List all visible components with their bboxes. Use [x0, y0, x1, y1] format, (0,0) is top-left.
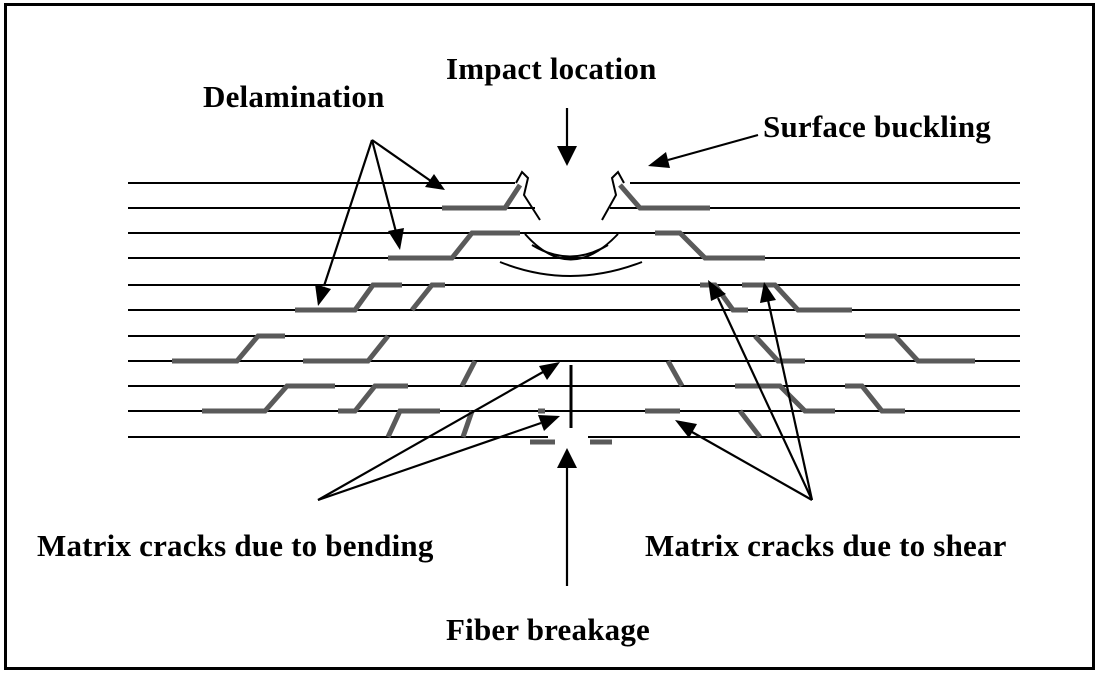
delamination-path	[742, 282, 852, 313]
impact-crater	[499, 170, 643, 277]
bending-crack-arrowhead	[539, 362, 560, 380]
delamination-path	[442, 183, 523, 211]
delamination-arrowhead	[388, 228, 404, 250]
bending-crack-arrowhead	[538, 415, 560, 431]
delamination-path	[735, 383, 835, 414]
matrix-cracks-bending-label: Matrix cracks due to bending	[37, 528, 434, 563]
delamination-path	[665, 359, 685, 388]
delamination-path	[738, 409, 762, 439]
shear-crack-arrowhead	[708, 280, 726, 301]
buckle-right	[601, 170, 625, 221]
delamination-arrow	[322, 139, 374, 287]
surface-buckling-arrowhead	[648, 152, 670, 168]
damage-paths	[172, 183, 975, 445]
fiber-breakage-arrowhead	[557, 448, 577, 468]
impact-location-label: Impact location	[446, 51, 657, 86]
crater-lower	[499, 261, 643, 277]
surface-buckling-label: Surface buckling	[763, 109, 991, 144]
delamination-path	[700, 282, 748, 313]
matrix-cracks-shear-label: Matrix cracks due to shear	[645, 528, 1007, 563]
buckle-left	[515, 170, 541, 221]
delamination-arrow	[370, 139, 398, 233]
delamination-path	[753, 334, 805, 364]
shear-crack-arrow	[717, 297, 813, 501]
bending-crack-arrow	[317, 421, 542, 502]
delamination-path	[459, 359, 478, 388]
delamination-path	[295, 282, 402, 313]
delamination-path	[410, 282, 445, 312]
shear-crack-arrow	[691, 431, 813, 501]
delamination-path	[460, 410, 475, 438]
fiber-breakage-label: Fiber breakage	[446, 612, 650, 647]
annotation-arrows	[315, 108, 814, 586]
delamination-arrowhead	[425, 174, 445, 190]
delamination-path	[845, 383, 905, 414]
delamination-path	[388, 230, 520, 261]
delamination-label: Delamination	[203, 79, 385, 114]
shear-crack-arrowhead	[675, 420, 697, 438]
delamination-path	[385, 408, 440, 439]
delamination-arrow	[371, 139, 439, 187]
delamination-path	[338, 383, 408, 414]
delamination-path	[202, 383, 335, 414]
delamination-path	[865, 333, 975, 364]
delamination-path	[303, 334, 390, 364]
impact-arrowhead	[557, 146, 577, 166]
delamination-path	[172, 333, 285, 364]
surface-buckling-arrow	[667, 133, 759, 162]
shear-crack-arrowhead	[760, 282, 776, 303]
shear-crack-arrow	[766, 299, 814, 501]
crater-inner	[531, 244, 609, 258]
laminate-plies	[128, 182, 1020, 438]
delamination-arrowhead	[315, 284, 331, 306]
delamination-path	[618, 183, 710, 211]
crater-upper	[524, 233, 619, 261]
delamination-path	[655, 230, 765, 261]
bending-crack-arrow	[317, 371, 544, 501]
